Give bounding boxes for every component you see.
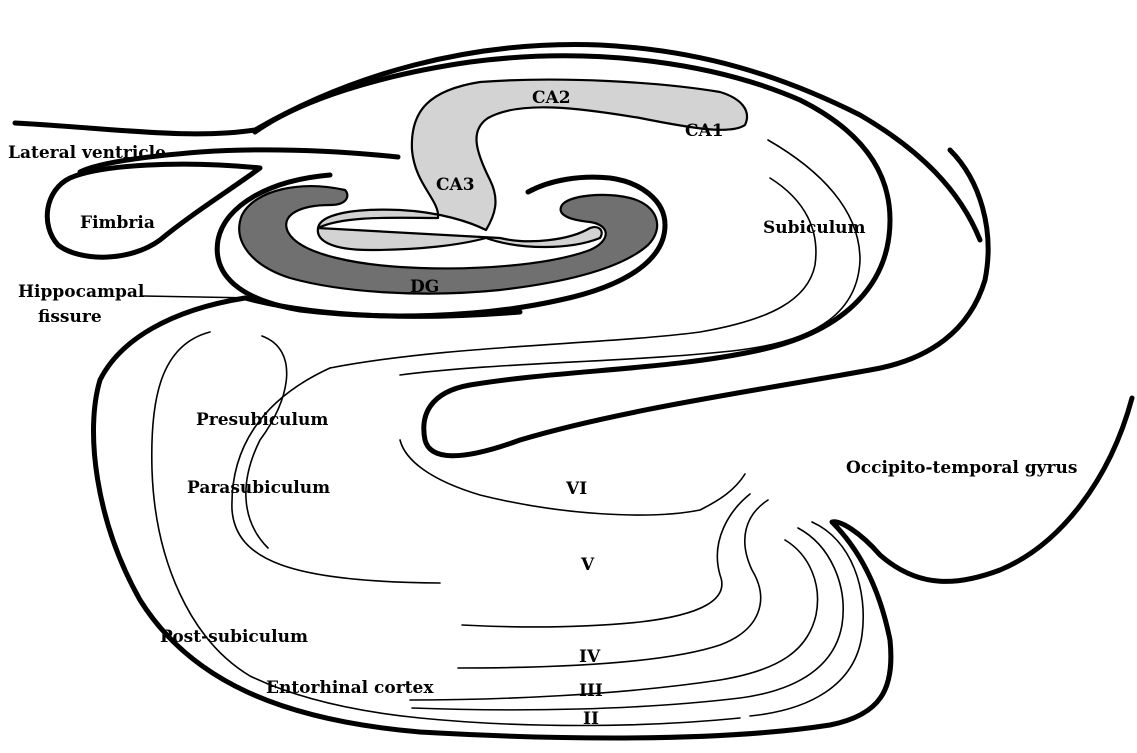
label-entorhinal-cortex: Entorhinal cortex (266, 678, 434, 698)
layer-i-line (750, 522, 863, 716)
label-hippocampal-fissure-1: Hippocampal (18, 282, 145, 302)
label-layer-vi: VI (565, 479, 587, 499)
label-hippocampal-fissure-2: fissure (38, 307, 102, 327)
label-parasubiculum: Parasubiculum (187, 478, 330, 498)
presubiculum-line (246, 336, 287, 548)
fissure-pointer-line (143, 296, 255, 298)
layer-iii-line (410, 540, 818, 700)
fissure-lower-outline (245, 298, 520, 316)
label-layer-ii: II (583, 709, 599, 729)
label-lateral-ventricle: Lateral ventricle (8, 143, 166, 163)
label-ca2: CA2 (532, 88, 571, 108)
label-ca1: CA1 (685, 121, 724, 141)
label-layer-iv: IV (579, 647, 601, 667)
layer-ii-line (412, 528, 843, 710)
label-subiculum: Subiculum (763, 218, 866, 238)
label-layer-iii: III (579, 681, 603, 701)
label-dg: DG (410, 277, 439, 297)
parasubiculum-line (232, 368, 440, 583)
label-layer-v: V (580, 555, 595, 575)
label-post-subiculum: Post-subiculum (160, 627, 308, 647)
label-occipito-temporal-gyrus: Occipito-temporal gyrus (846, 458, 1077, 478)
layer-vi-line (400, 440, 745, 515)
label-presubiculum: Presubiculum (196, 410, 328, 430)
fimbria-outline (47, 164, 260, 257)
label-fimbria: Fimbria (80, 213, 155, 233)
label-ca3: CA3 (436, 175, 475, 195)
